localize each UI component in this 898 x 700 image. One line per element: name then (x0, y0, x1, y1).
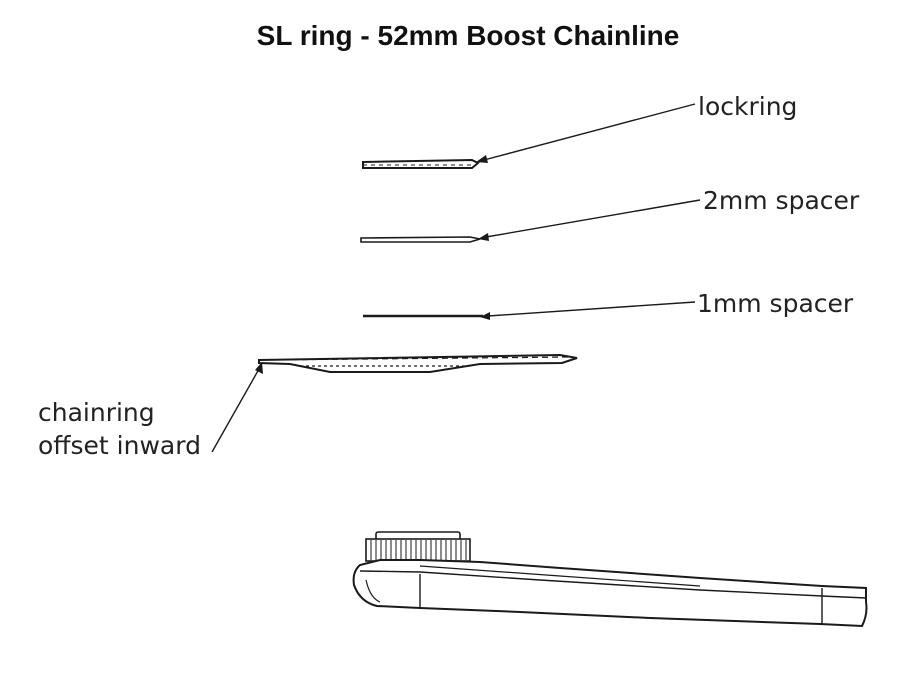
crank-arm-part (352, 531, 868, 628)
chainring-part (258, 353, 578, 373)
leader-2mm-spacer (478, 199, 701, 241)
chainring-label: chainring offset inward (38, 396, 201, 462)
leader-lines (211, 103, 701, 453)
diagram-title: SL ring - 52mm Boost Chainline (256, 20, 680, 51)
chainring-label-line1: chainring (38, 398, 155, 427)
chainring-label-line2: offset inward (38, 431, 201, 460)
spacer-1mm-label: 1mm spacer (697, 289, 854, 318)
lockring-label: lockring (698, 92, 798, 121)
spacer-2mm-label: 2mm spacer (703, 186, 860, 215)
leader-1mm-spacer (480, 301, 696, 320)
leader-lockring (476, 103, 696, 163)
lockring-part (362, 158, 480, 169)
spacer-2mm-part (360, 236, 481, 243)
leader-chainring (211, 362, 263, 453)
